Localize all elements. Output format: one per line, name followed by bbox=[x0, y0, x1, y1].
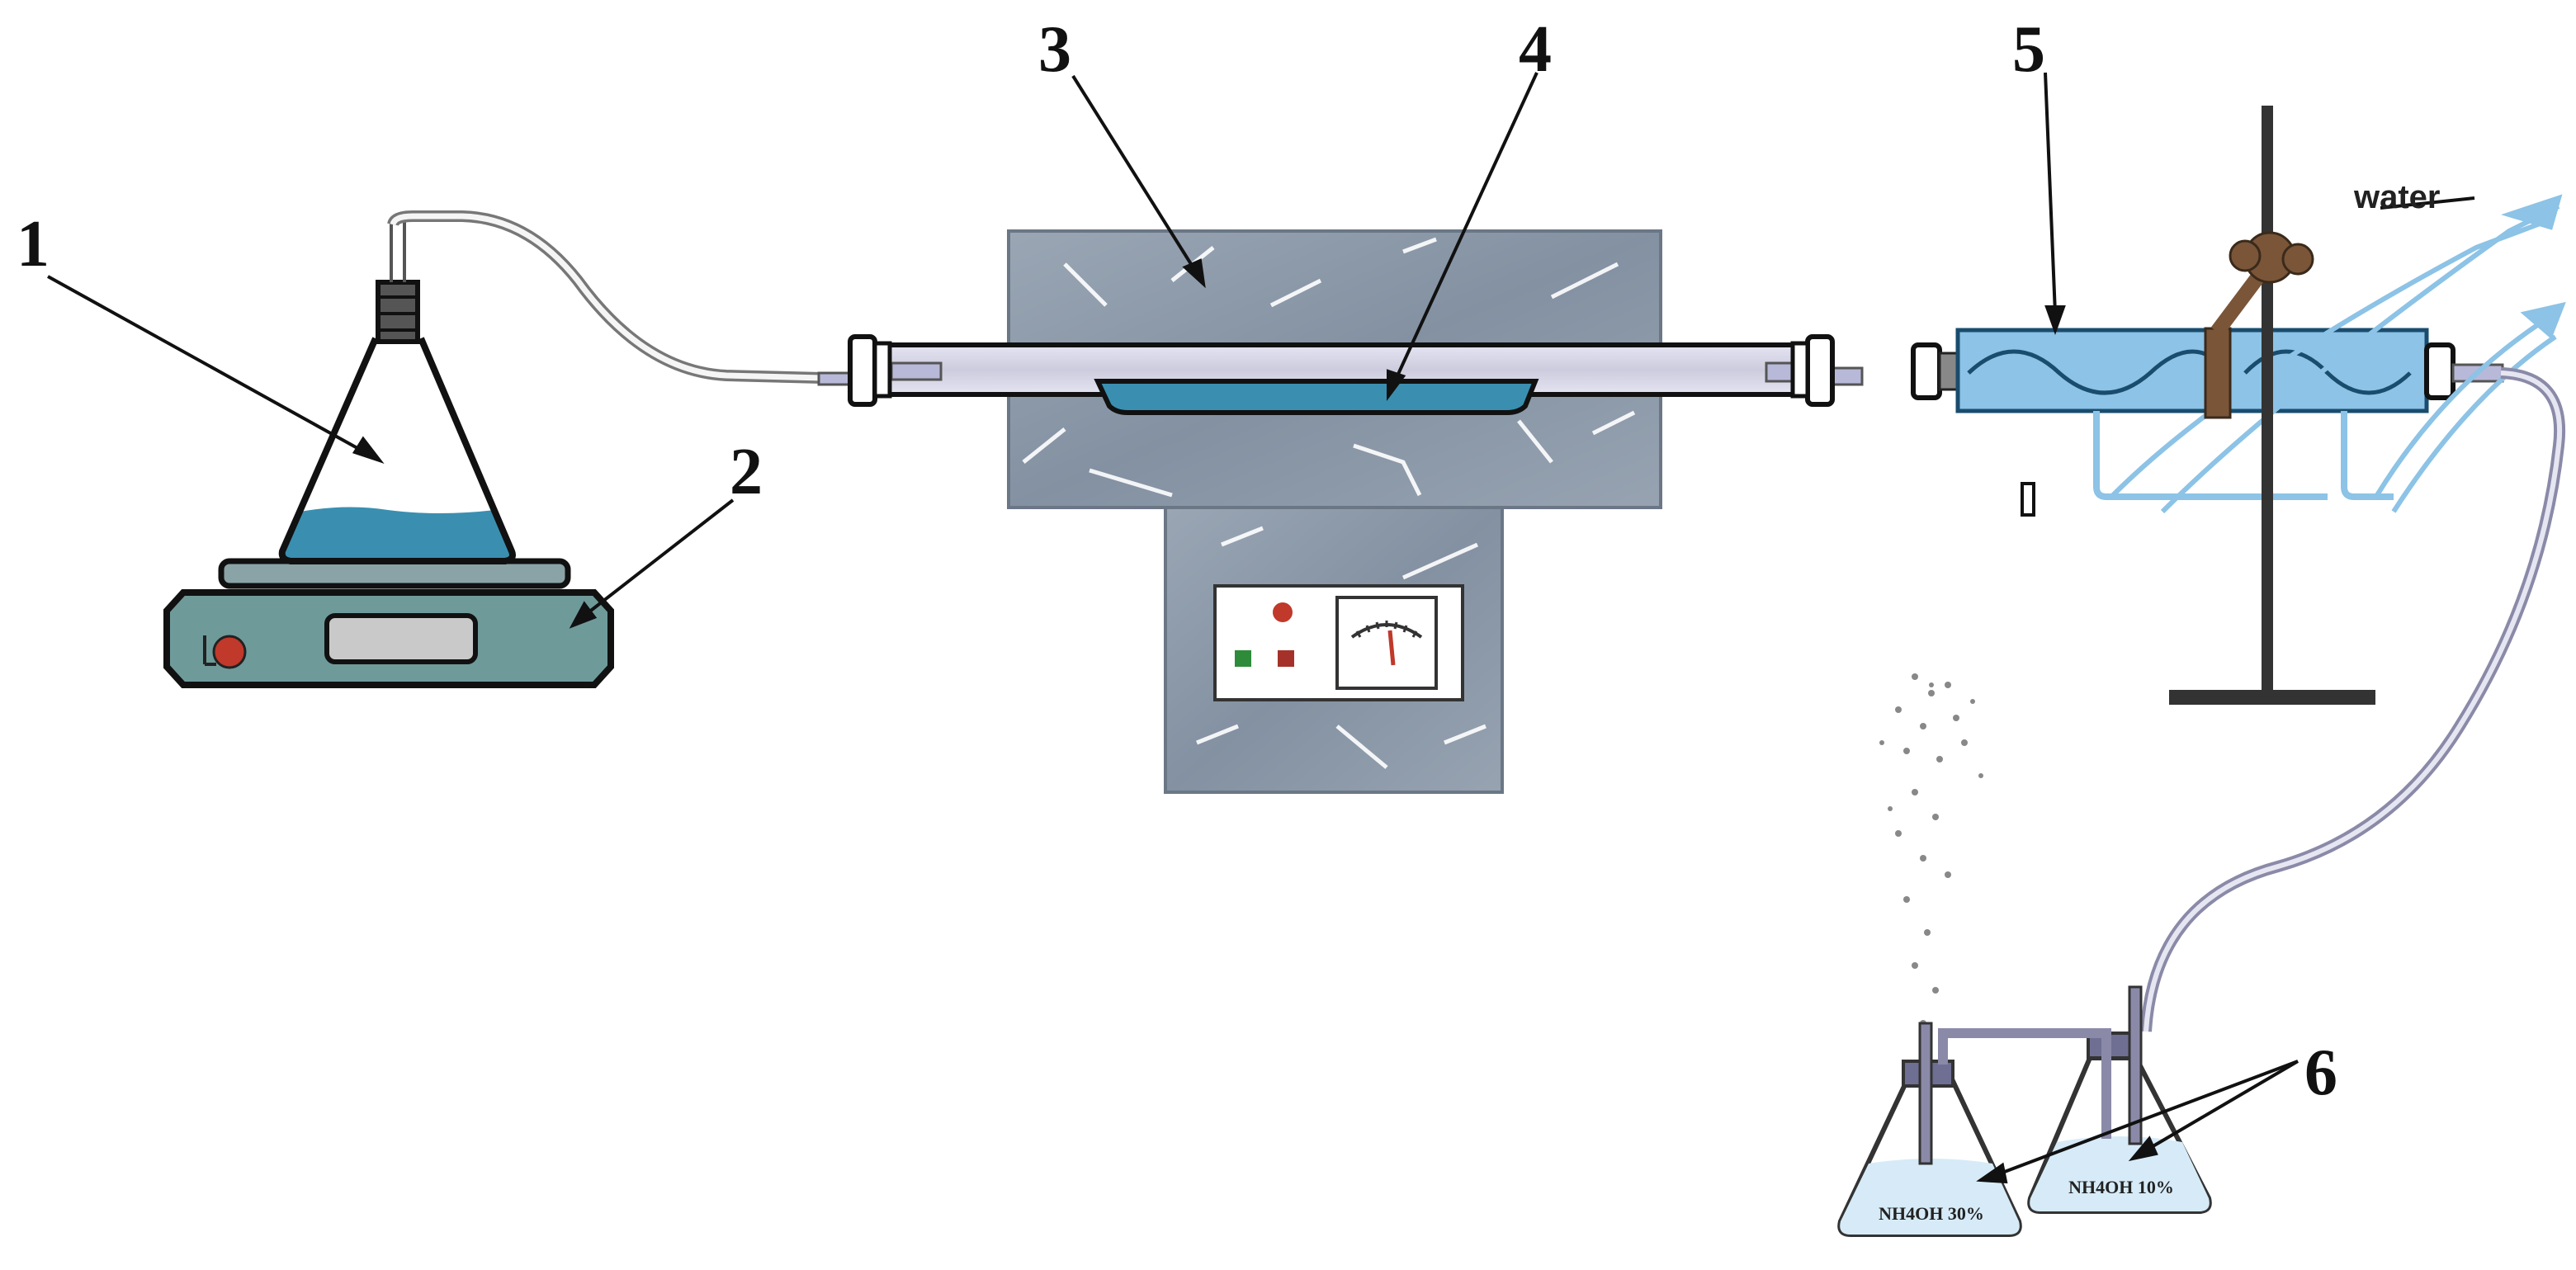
leader-lines bbox=[47, 72, 2475, 1184]
trap-flask-left: NH4OH 30% bbox=[1837, 1022, 2022, 1237]
temperature-gauge bbox=[1335, 596, 1438, 690]
label-3: 3 bbox=[1038, 13, 1071, 86]
hot-plate-knob bbox=[212, 635, 247, 669]
tube-furnace bbox=[1007, 229, 1662, 794]
trap-flask-right: NH4OH 10% bbox=[2027, 985, 2212, 1214]
sample-boat bbox=[1094, 379, 1539, 415]
connecting-tube bbox=[1938, 1028, 2111, 1139]
label-6: 6 bbox=[2304, 1036, 2337, 1109]
indicator-light-green bbox=[1235, 650, 1251, 667]
label-1: 1 bbox=[17, 208, 50, 281]
clamp bbox=[2204, 327, 2232, 419]
label-5: 5 bbox=[2012, 13, 2045, 86]
label-4: 4 bbox=[1519, 13, 1552, 86]
hot-plate bbox=[163, 558, 614, 688]
condenser bbox=[1911, 328, 2504, 517]
indicator-light-brown bbox=[1278, 650, 1294, 667]
gas-inlet-hose bbox=[387, 210, 823, 384]
indicator-light-red bbox=[1273, 602, 1293, 622]
water-label: water bbox=[2353, 179, 2441, 215]
retort-stand bbox=[2169, 106, 2375, 705]
number-labels: 1 2 3 4 5 6 water bbox=[17, 13, 2441, 1109]
flask-right-label: NH4OH 10% bbox=[2068, 1177, 2174, 1197]
label-2: 2 bbox=[730, 436, 763, 508]
gas-bubbles bbox=[1879, 673, 1983, 1027]
clamp-knob bbox=[2229, 231, 2314, 284]
erlenmeyer-flask bbox=[278, 221, 516, 564]
flask-left-label: NH4OH 30% bbox=[1879, 1203, 1984, 1224]
